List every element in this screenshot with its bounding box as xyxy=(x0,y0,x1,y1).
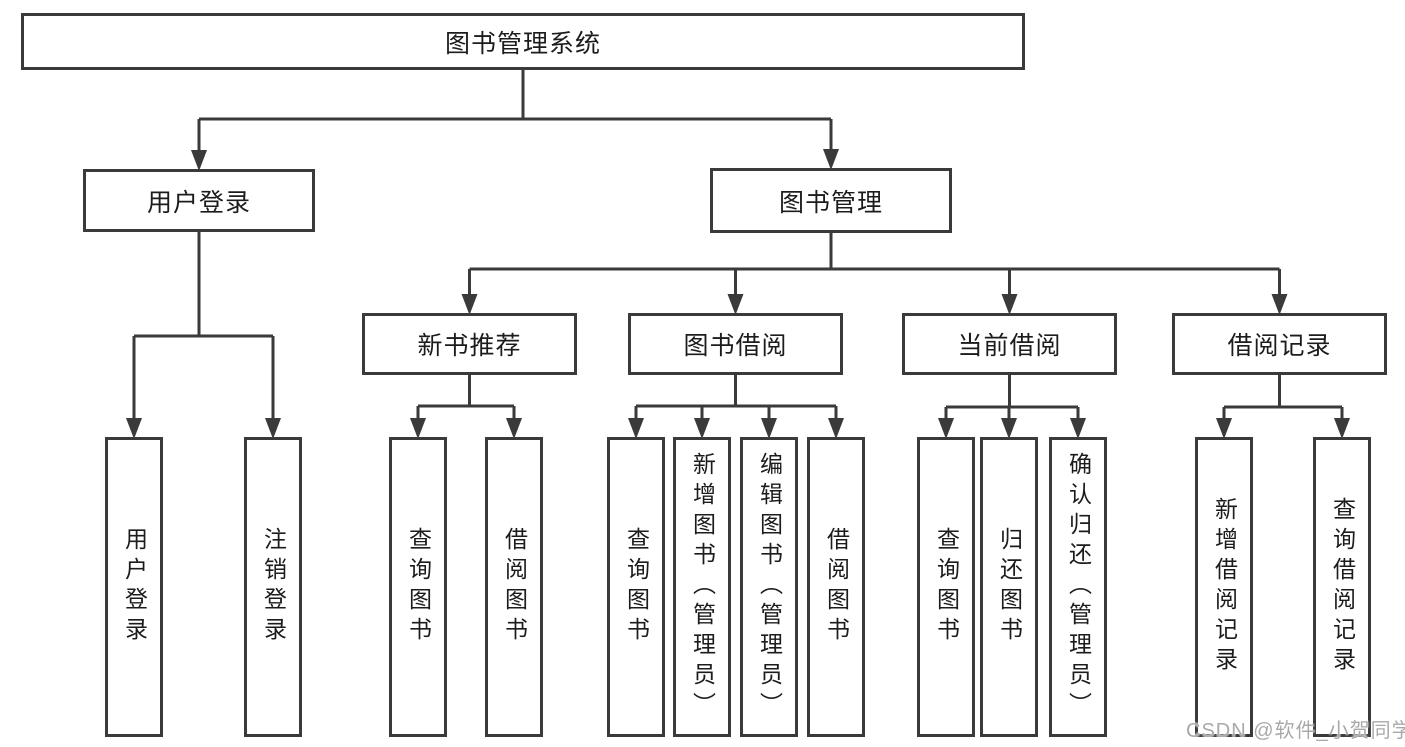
leaf-return-books-label: 归还图书 xyxy=(996,527,1023,647)
node-new-book-recommend: 新书推荐 xyxy=(362,313,577,375)
node-book-borrowing-label: 图书借阅 xyxy=(683,332,788,360)
leaf-borrow-books-recommend: 借阅图书 xyxy=(485,437,543,737)
node-user-login-label: 用户登录 xyxy=(146,188,251,217)
arrowheads xyxy=(126,149,1350,439)
node-new-book-recommend-label: 新书推荐 xyxy=(417,332,522,360)
leaf-return-books: 归还图书 xyxy=(980,437,1038,737)
node-book-management: 图书管理 xyxy=(710,168,952,233)
leaf-add-borrow-record-label: 新增借阅记录 xyxy=(1211,497,1238,677)
node-current-borrowing: 当前借阅 xyxy=(902,313,1117,375)
leaf-confirm-return-admin: 确认归还（管理员） xyxy=(1049,437,1107,737)
leaf-borrow-books-recommend-label: 借阅图书 xyxy=(501,527,528,647)
leaf-query-books-borrowing: 查询图书 xyxy=(607,437,665,737)
leaf-borrow-books-borrowing: 借阅图书 xyxy=(807,437,865,737)
leaf-edit-books-admin: 编辑图书（管理员） xyxy=(740,437,798,737)
leaf-confirm-return-admin-label: 确认归还（管理员） xyxy=(1065,452,1092,722)
node-borrowing-records: 借阅记录 xyxy=(1172,313,1387,375)
watermark: CSDN @软件_小贺同学 xyxy=(1186,720,1405,742)
leaf-add-books-admin: 新增图书（管理员） xyxy=(673,437,731,737)
node-root: 图书管理系统 xyxy=(21,13,1025,70)
leaf-query-books-recommend-label: 查询图书 xyxy=(405,527,432,647)
node-user-login: 用户登录 xyxy=(83,169,315,232)
leaf-edit-books-admin-label: 编辑图书（管理员） xyxy=(756,452,783,722)
leaf-user-login-label: 用户登录 xyxy=(121,527,148,647)
node-borrowing-records-label: 借阅记录 xyxy=(1227,332,1332,360)
leaf-query-books-recommend: 查询图书 xyxy=(389,437,447,737)
leaf-query-borrow-record-label: 查询借阅记录 xyxy=(1329,497,1356,677)
leaf-query-books-current: 查询图书 xyxy=(917,437,975,737)
node-book-management-label: 图书管理 xyxy=(778,188,883,217)
leaf-add-books-admin-label: 新增图书（管理员） xyxy=(689,452,716,722)
connector-strokes xyxy=(132,70,1344,420)
leaf-add-borrow-record: 新增借阅记录 xyxy=(1195,437,1253,737)
leaf-query-books-borrowing-label: 查询图书 xyxy=(623,527,650,647)
leaf-query-books-current-label: 查询图书 xyxy=(933,527,960,647)
node-book-borrowing: 图书借阅 xyxy=(628,313,843,375)
leaf-logout: 注销登录 xyxy=(244,437,302,737)
node-current-borrowing-label: 当前借阅 xyxy=(957,332,1062,360)
leaf-user-login: 用户登录 xyxy=(105,437,163,737)
leaf-borrow-books-borrowing-label: 借阅图书 xyxy=(823,527,850,647)
leaf-query-borrow-record: 查询借阅记录 xyxy=(1313,437,1371,737)
node-root-label: 图书管理系统 xyxy=(444,29,601,58)
leaf-logout-label: 注销登录 xyxy=(260,527,287,647)
